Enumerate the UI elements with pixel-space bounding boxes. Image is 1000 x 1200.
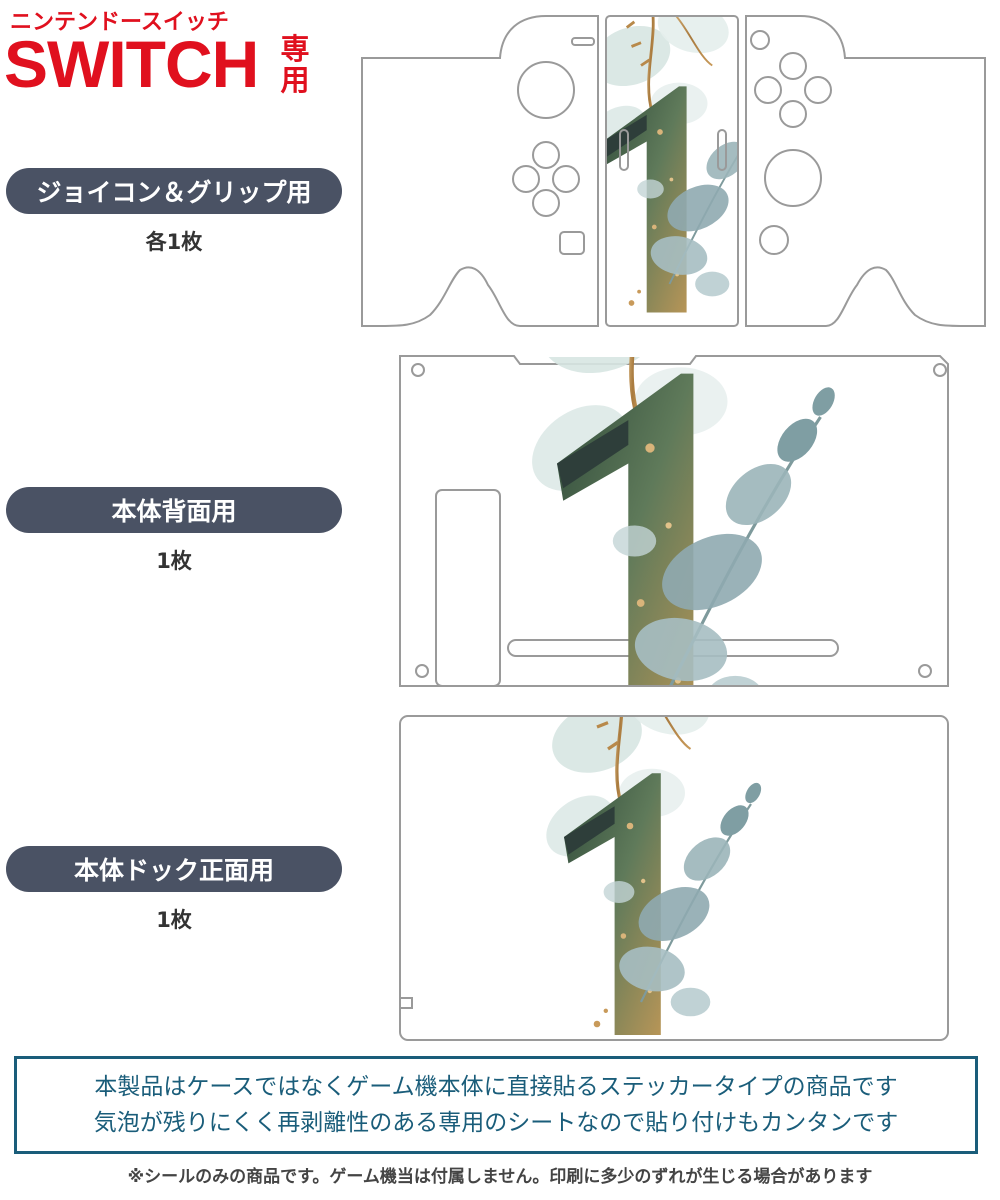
brand-suffix: 専用	[280, 32, 310, 97]
brand-katakana: ニンテンドースイッチ	[10, 10, 229, 35]
notice-box: 本製品はケースではなくゲーム機本体に直接貼るステッカータイプの商品です 気泡が残…	[14, 1056, 978, 1154]
section-quantity-joycon-grip: 各1枚	[145, 230, 203, 254]
disclaimer-text: ※シールのみの商品です。ゲーム機当は付属しません。印刷に多少のずれが生じる場合が…	[127, 1167, 873, 1187]
sticker-template-illustration	[361, 15, 986, 1041]
section-label-console-back: 本体背面用	[6, 487, 342, 533]
notice-line-2: 気泡が残りにくく再剥離性のある専用のシートなので貼り付けもカンタンです	[93, 1110, 899, 1136]
joycon-grip-panel	[361, 15, 986, 327]
section-label-dock-front: 本体ドック正面用	[6, 846, 342, 892]
dock-front-panel	[399, 715, 949, 1041]
section-quantity-console-back: 1枚	[156, 549, 192, 573]
notice-line-1: 本製品はケースではなくゲーム機本体に直接貼るステッカータイプの商品です	[94, 1074, 898, 1100]
brand-name: SWITCH	[4, 27, 259, 101]
section-quantity-dock-front: 1枚	[156, 908, 192, 932]
section-label-joycon-grip: ジョイコン＆グリップ用	[6, 168, 342, 214]
